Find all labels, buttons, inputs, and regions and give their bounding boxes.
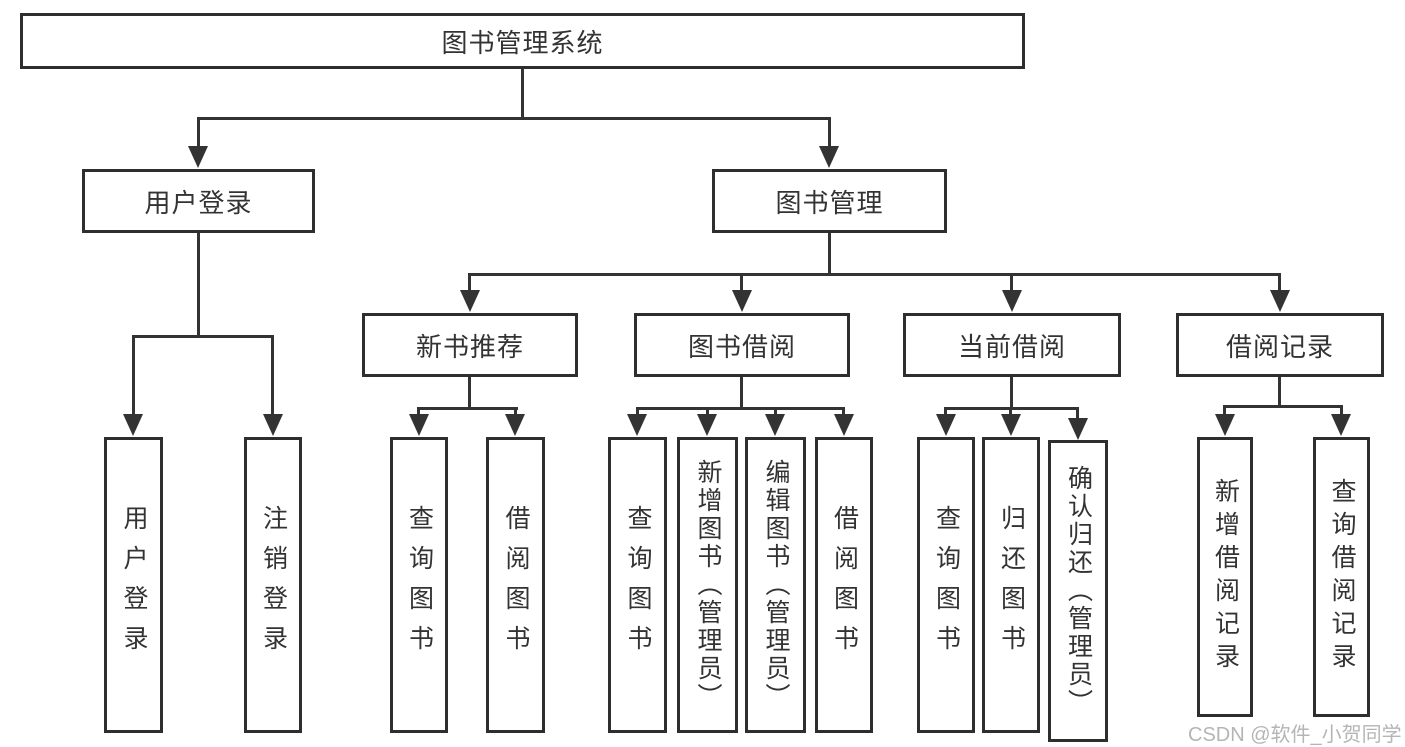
node-book-borrow: 图书借阅	[634, 313, 850, 377]
arrow-down-icon	[1270, 290, 1290, 312]
leaf-borrow-books-1: 借阅图书	[486, 437, 545, 733]
arrow-down-icon	[460, 290, 480, 312]
connector-line	[197, 233, 200, 335]
node-label: 查询借阅记录	[1328, 478, 1356, 676]
arrow-down-icon	[505, 414, 525, 436]
node-label: 查询图书	[932, 505, 961, 665]
arrow-down-icon	[188, 146, 208, 168]
leaf-user-login: 用户登录	[104, 437, 163, 733]
connector-line	[197, 117, 200, 151]
connector-line	[271, 335, 274, 417]
arrow-down-icon	[1002, 290, 1022, 312]
leaf-edit-book-admin: 编辑图书（管理员）	[745, 437, 806, 733]
node-label: 查询图书	[624, 505, 652, 665]
node-label: 用户登录	[120, 505, 148, 665]
leaf-query-books-2: 查询图书	[608, 437, 667, 733]
connector-line	[1010, 273, 1013, 293]
arrow-down-icon	[765, 414, 785, 436]
arrow-down-icon	[1331, 414, 1351, 436]
node-label: 借阅记录	[1225, 331, 1334, 362]
node-label: 图书管理系统	[441, 27, 604, 58]
connector-line	[740, 377, 743, 407]
node-label: 新增图书（管理员）	[694, 459, 722, 711]
connector-line	[1076, 407, 1079, 421]
connector-line	[132, 335, 135, 417]
node-user-login-branch: 用户登录	[82, 169, 315, 233]
arrow-down-icon	[627, 414, 647, 436]
node-library-management-system: 图书管理系统	[20, 13, 1025, 69]
csdn-watermark: CSDN @软件_小贺同学	[1188, 724, 1402, 746]
arrow-down-icon	[1001, 414, 1021, 436]
connector-line	[417, 407, 518, 410]
connector-line	[417, 407, 420, 417]
node-label: 图书管理	[775, 187, 884, 218]
leaf-return-books: 归还图书	[982, 437, 1040, 733]
arrow-down-icon	[1068, 418, 1088, 440]
node-label: 图书借阅	[687, 331, 796, 362]
connector-line	[468, 273, 1281, 276]
connector-line	[1278, 273, 1281, 293]
leaf-add-borrow-record: 新增借阅记录	[1197, 437, 1253, 717]
arrow-down-icon	[732, 290, 752, 312]
connector-line	[1278, 377, 1281, 405]
connector-line	[468, 377, 471, 407]
node-label: 借阅图书	[502, 505, 530, 665]
arrow-down-icon	[409, 414, 429, 436]
connector-line	[1010, 377, 1013, 407]
node-label: 当前借阅	[957, 331, 1066, 362]
node-label: 归还图书	[997, 505, 1026, 665]
connector-line	[1340, 405, 1343, 417]
arrow-down-icon	[936, 414, 956, 436]
connector-line	[842, 407, 845, 417]
connector-line	[740, 273, 743, 293]
leaf-confirm-return-admin: 确认归还（管理员）	[1048, 440, 1108, 742]
node-label: 注销登录	[259, 505, 288, 665]
arrow-down-icon	[123, 414, 143, 436]
leaf-query-books-1: 查询图书	[390, 437, 448, 733]
node-current-borrow: 当前借阅	[903, 313, 1121, 377]
connector-line	[944, 407, 947, 417]
node-label: 确认归还（管理员）	[1064, 465, 1093, 717]
arrow-down-icon	[263, 414, 283, 436]
connector-line	[828, 233, 831, 273]
connector-line	[1223, 405, 1226, 417]
leaf-logout: 注销登录	[244, 437, 302, 733]
node-new-book-recommend: 新书推荐	[362, 313, 578, 377]
leaf-query-books-3: 查询图书	[917, 437, 975, 733]
arrow-down-icon	[697, 414, 717, 436]
leaf-add-book-admin: 新增图书（管理员）	[677, 437, 738, 733]
node-borrow-records: 借阅记录	[1176, 313, 1384, 377]
connector-line	[521, 69, 524, 117]
node-label: 新增借阅记录	[1211, 478, 1240, 676]
connector-line	[1009, 407, 1012, 417]
connector-line	[828, 117, 831, 151]
connector-line	[636, 407, 845, 410]
connector-line	[197, 117, 831, 120]
arrow-down-icon	[1215, 414, 1235, 436]
arrow-down-icon	[819, 146, 839, 168]
node-label: 查询图书	[405, 505, 434, 665]
connector-line	[636, 407, 639, 417]
node-label: 借阅图书	[830, 505, 859, 665]
node-label: 编辑图书（管理员）	[762, 459, 790, 711]
node-label: 新书推荐	[415, 331, 524, 362]
leaf-query-borrow-record: 查询借阅记录	[1313, 437, 1370, 717]
node-label: 用户登录	[144, 187, 253, 218]
connector-line	[514, 407, 517, 417]
leaf-borrow-books-2: 借阅图书	[815, 437, 873, 733]
node-book-management-branch: 图书管理	[712, 169, 947, 233]
connector-line	[468, 273, 471, 293]
connector-line	[706, 407, 709, 417]
connector-line	[774, 407, 777, 417]
connector-line	[1223, 405, 1343, 408]
connector-line	[132, 335, 274, 338]
arrow-down-icon	[834, 414, 854, 436]
